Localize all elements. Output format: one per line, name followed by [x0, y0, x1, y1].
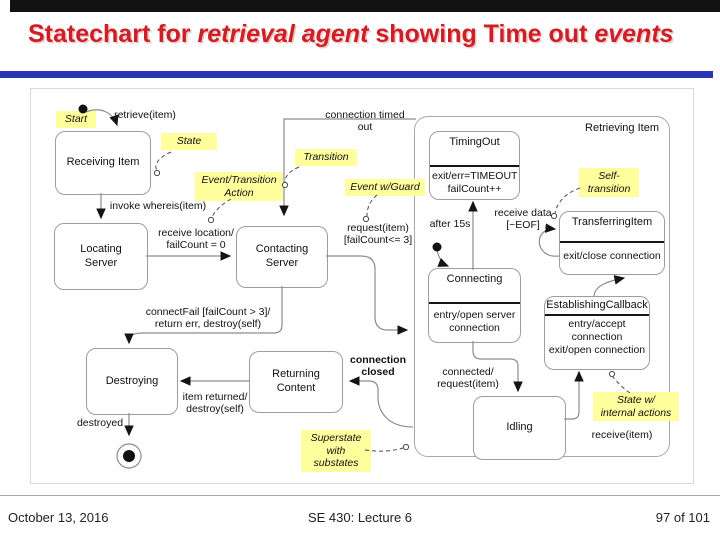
- footer-divider: [0, 495, 720, 496]
- transition-label-invoke-whereis: invoke whereis(item): [109, 200, 207, 212]
- state-destroying: Destroying: [86, 348, 178, 415]
- title-part4: events: [594, 20, 674, 48]
- annotation-superstate-with-substates: Superstate with substates: [301, 430, 371, 472]
- transition-label-item-returned: item returned/ destroy(self): [182, 391, 248, 415]
- transition-label-after-15s: after 15s: [429, 218, 471, 230]
- transition-label-connected: connected/ request(item): [437, 366, 499, 390]
- annotation-state: State: [161, 133, 217, 150]
- compartment-separator: [429, 302, 520, 304]
- compartment-separator: [430, 165, 519, 167]
- state-title: TimingOut: [449, 136, 500, 148]
- transition-label-receive-location: receive location/ failCount = 0: [158, 227, 234, 251]
- title-divider: [0, 71, 713, 78]
- state-receiving-item: Receiving Item: [55, 131, 151, 195]
- footer-course: SE 430: Lecture 6: [307, 510, 413, 525]
- footer-date: October 13, 2016: [8, 510, 109, 525]
- state-title: EstablishingCallback: [546, 299, 648, 311]
- annotation-event-w-guard: Event w/Guard: [345, 179, 425, 196]
- statechart-diagram: Retrieving Item Receiving Item Locating …: [30, 88, 694, 484]
- state-actions: entry/accept connection exit/open connec…: [548, 318, 646, 356]
- transition-label-connection-timed-out: connection timed out: [325, 109, 405, 133]
- transition-label-connect-fail: connectFail [failCount > 3]/ return err,…: [145, 306, 271, 330]
- state-locating-server: Locating Server: [54, 223, 148, 290]
- final-state-outer: [116, 443, 142, 469]
- state-transferring-item: TransferringItem exit/close connection: [559, 211, 665, 275]
- annotation-transition: Transition: [295, 149, 357, 166]
- state-connecting: Connecting entry/open server connection: [428, 268, 521, 343]
- title-part1: Statechart for: [28, 20, 198, 48]
- annotation-event-transition-action: Event/Transition Action: [195, 172, 283, 202]
- annotation-state-w-internal-actions: State w/ internal actions: [593, 392, 679, 422]
- state-returning-content: Returning Content: [249, 351, 343, 413]
- state-actions: exit/close connection: [563, 250, 661, 262]
- footer-page-number: 97 of 101: [655, 510, 710, 525]
- state-title: Connecting: [446, 273, 503, 285]
- state-title: TransferringItem: [571, 216, 653, 228]
- transition-label-connection-closed: connection closed: [349, 354, 406, 378]
- top-bar: [10, 0, 720, 12]
- compartment-separator: [545, 314, 649, 316]
- annotation-start: Start: [56, 111, 96, 128]
- transition-label-request-item: request(item) [failCount<= 3]: [343, 222, 413, 246]
- title-part2: retrieval agent: [197, 20, 369, 48]
- annotation-self-transition: Self- transition: [579, 168, 639, 198]
- title-part3: showing Time out: [368, 20, 595, 48]
- state-establishing-callback: EstablishingCallback entry/accept connec…: [544, 296, 650, 370]
- final-state-inner: [123, 450, 135, 462]
- transition-label-destroyed: destroyed: [76, 417, 124, 429]
- transition-label-retrieve: retrieve(item): [114, 109, 176, 121]
- state-actions: exit/err=TIMEOUT failCount++: [432, 170, 518, 195]
- state-contacting-server: Contacting Server: [236, 226, 328, 288]
- superstate-label: Retrieving Item: [585, 122, 659, 134]
- transition-label-receive-data: receive data [~EOF]: [494, 207, 552, 231]
- transition-label-receive-item: receive(item): [591, 429, 653, 441]
- state-timing-out: TimingOut exit/err=TIMEOUT failCount++: [429, 131, 520, 200]
- state-idling: Idling: [473, 396, 566, 460]
- page-title: Statechart for retrieval agent showing T…: [28, 20, 708, 49]
- state-actions: entry/open server connection: [433, 309, 516, 334]
- compartment-separator: [560, 241, 664, 243]
